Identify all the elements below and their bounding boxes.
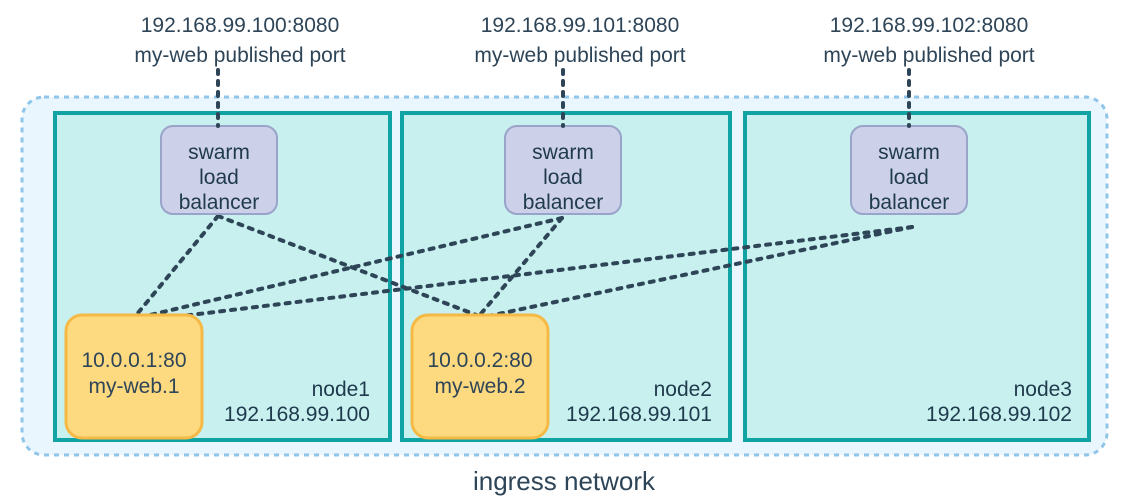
connector-lb2-task2 [477,216,564,318]
published-port-address-3: 192.168.99.102:8080 [830,14,1029,37]
node-2-name: node2 [654,378,712,401]
task-1-name: my-web.1 [88,375,179,398]
published-port-desc-3: my-web published port [823,44,1034,67]
lb-2-line-2: load [543,166,583,189]
connector-lines [131,214,914,324]
lb-2-line-1: swarm [532,141,594,164]
lb-3-line-2: load [889,166,929,189]
task-box-my-web-2[interactable] [410,313,550,440]
connector-lb3-task2 [477,225,914,320]
connector-lb1-task2 [216,214,481,318]
published-port-desc-2: my-web published port [474,44,685,67]
node-1-name: node1 [312,378,370,401]
lb-1-line-2: load [199,166,239,189]
lb-1-line-3: balancer [179,191,260,214]
lb-2-line-3: balancer [523,191,604,214]
task-box-my-web-1[interactable] [64,313,204,440]
published-port-address-1: 192.168.99.100:8080 [141,14,340,37]
node-1-ip: 192.168.99.100 [224,403,370,426]
lb-1-line-1: swarm [188,141,250,164]
task-2-name: my-web.2 [434,375,525,398]
lb-3-line-3: balancer [869,191,950,214]
task-2-address: 10.0.0.2:80 [427,349,532,372]
node-2-ip: 192.168.99.101 [566,403,712,426]
node-3-ip: 192.168.99.102 [926,403,1072,426]
connector-lb1-task1 [131,214,220,321]
node-3-name: node3 [1014,378,1072,401]
published-port-address-2: 192.168.99.101:8080 [481,14,680,37]
task-1-address: 10.0.0.1:80 [81,349,186,372]
connector-lb3-task1 [131,225,914,324]
lb-3-line-1: swarm [878,141,940,164]
ingress-network-label: ingress network [473,466,656,496]
connector-lb2-task1 [131,216,564,321]
published-port-desc-1: my-web published port [134,44,345,67]
